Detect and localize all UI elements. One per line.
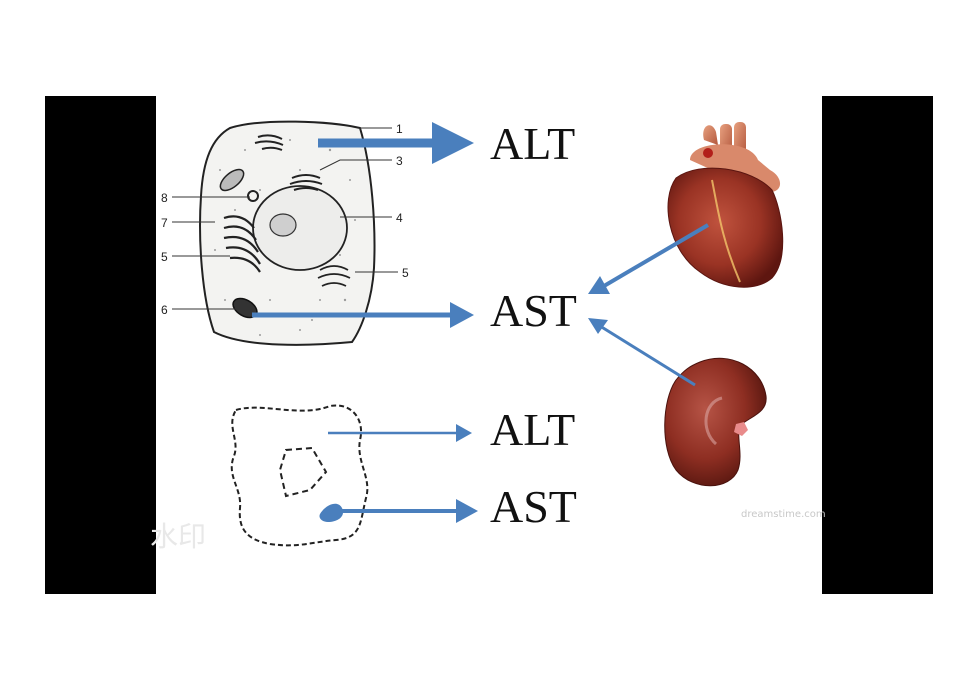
right-letterbox-bar bbox=[822, 96, 933, 594]
cell-label-5-right: 5 bbox=[402, 266, 409, 280]
label-alt-bottom: ALT bbox=[490, 404, 576, 455]
cell-label-1: 1 bbox=[396, 122, 403, 136]
arrows bbox=[252, 122, 710, 523]
arrow-head-heart bbox=[588, 276, 610, 294]
arrow-heart-to-ast bbox=[602, 223, 710, 288]
label-ast-mid: AST bbox=[490, 285, 577, 336]
cell-label-3: 3 bbox=[396, 154, 403, 168]
cell-label-5-left: 5 bbox=[161, 250, 168, 264]
cell-label-4: 4 bbox=[396, 211, 403, 225]
cell-label-8: 8 bbox=[161, 191, 168, 205]
arrow-head-alt-top bbox=[432, 122, 474, 164]
arrow-head-alt-bottom bbox=[456, 424, 472, 442]
arrow-kidney-to-ast bbox=[599, 324, 696, 387]
left-letterbox-bar bbox=[45, 96, 156, 594]
damaged-cell-icon bbox=[230, 404, 369, 547]
image-credit: dreamstime.com bbox=[741, 509, 826, 520]
cell-label-6: 6 bbox=[161, 303, 168, 317]
label-alt-top: ALT bbox=[490, 118, 576, 169]
heart-icon bbox=[667, 122, 784, 288]
arrow-head-ast-mid bbox=[450, 302, 474, 328]
arrow-head-ast-bottom bbox=[456, 499, 478, 523]
arrow-head-kidney bbox=[588, 318, 608, 334]
cell-label-7: 7 bbox=[161, 216, 168, 230]
label-ast-bottom: AST bbox=[490, 481, 577, 532]
cell-diagram-icon bbox=[172, 120, 398, 346]
kidney-icon bbox=[664, 357, 767, 487]
watermark-text: 水印 bbox=[150, 520, 207, 553]
